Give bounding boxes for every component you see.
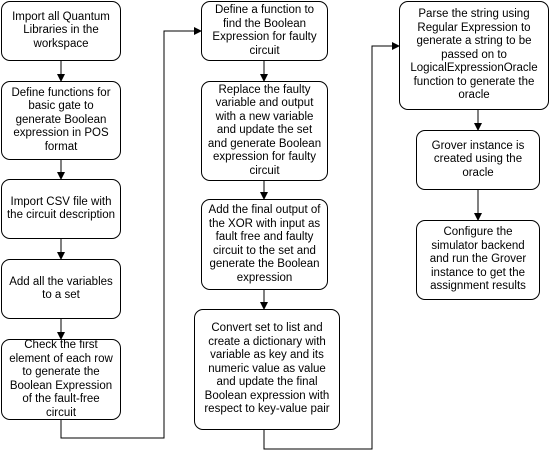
step-replace-faulty-variable: Replace the faulty variable and output w…	[201, 81, 328, 181]
step-import-libraries: Import all Quantum Libraries in the work…	[1, 1, 121, 61]
step-faulty-function: Define a function to find the Boolean Ex…	[201, 1, 328, 61]
arrow-n5-n6	[60, 27, 202, 439]
step-parse-regex: Parse the string using Regular Expressio…	[399, 1, 549, 110]
step-define-gate-functions: Define functions for basic gate to gener…	[1, 81, 121, 160]
step-fault-free-expression: Check the first element of each row to g…	[1, 339, 121, 420]
step-add-xor-output: Add the final output of the XOR with inp…	[201, 199, 328, 290]
step-add-variables: Add all the variables to a set	[1, 259, 121, 319]
step-run-simulator: Configure the simulator backend and run …	[416, 220, 540, 300]
step-grover-instance: Grover instance is created using the ora…	[416, 130, 540, 190]
step-import-csv: Import CSV file with the circuit descrip…	[1, 179, 121, 239]
arrow-n9-n10	[263, 42, 400, 450]
step-convert-to-dictionary: Convert set to list and create a diction…	[194, 309, 340, 430]
